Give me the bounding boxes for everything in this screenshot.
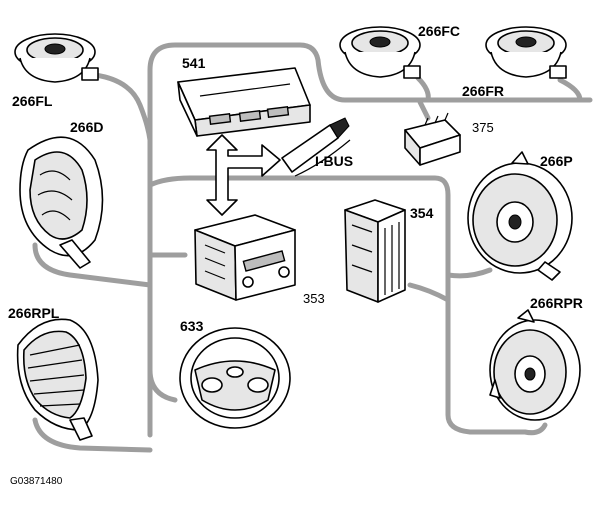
label-375: 375 <box>472 120 494 135</box>
speaker-266rpl <box>16 318 99 441</box>
label-354: 354 <box>410 205 434 221</box>
label-266rpl: 266RPL <box>8 305 60 321</box>
ibus-cable <box>281 117 351 177</box>
speaker-266fl <box>14 33 99 83</box>
label-266fc: 266FC <box>418 23 460 39</box>
connection-arrows <box>206 134 281 216</box>
label-266rpr: 266RPR <box>530 295 583 311</box>
label-ibus: I-BUS <box>315 153 353 169</box>
head-unit-541 <box>177 67 311 137</box>
label-541: 541 <box>182 55 206 71</box>
label-266d: 266D <box>70 119 103 135</box>
wiring-harness <box>32 42 593 453</box>
speaker-266p <box>467 151 573 281</box>
speaker-266fc <box>339 26 421 79</box>
label-266fr: 266FR <box>462 83 504 99</box>
speaker-266fr <box>485 26 567 79</box>
amplifier-354 <box>344 199 406 303</box>
figure-code: G03871480 <box>10 476 63 487</box>
connector-375 <box>404 112 461 166</box>
speaker-266d <box>19 136 104 269</box>
label-353: 353 <box>303 291 325 306</box>
speaker-266rpr <box>489 309 581 421</box>
steering-wheel-633 <box>179 327 291 429</box>
label-266p: 266P <box>540 153 573 169</box>
unit-353 <box>194 214 296 301</box>
label-633: 633 <box>180 318 204 334</box>
label-266fl: 266FL <box>12 93 53 109</box>
